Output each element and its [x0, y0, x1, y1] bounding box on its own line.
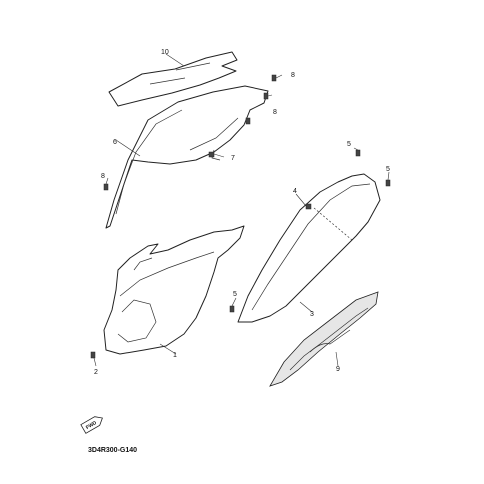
callout-5-a: 5: [347, 141, 351, 148]
callout-4: 4: [293, 188, 297, 195]
callout-labels: 10 8 8 8 6 7 5 5 5 4 3 9 1 2: [94, 49, 390, 376]
callout-8-c: 8: [101, 173, 105, 180]
callout-6: 6: [113, 139, 117, 146]
fasteners: [90, 74, 391, 359]
callout-5-c: 5: [233, 291, 237, 298]
callout-5-b: 5: [386, 166, 390, 173]
leader-lines: [93, 53, 390, 367]
part-6-side-cover: [105, 85, 269, 229]
callout-9: 9: [336, 366, 340, 373]
reference-code: 3D4R300-G140: [88, 447, 137, 454]
part-1-front-cover: [103, 225, 245, 355]
callout-1: 1: [173, 352, 177, 359]
callout-10: 10: [161, 49, 169, 56]
fwd-label: FWD: [85, 420, 98, 431]
part-10-panel: [108, 51, 238, 107]
fwd-arrow-icon: FWD: [80, 416, 103, 434]
callout-3: 3: [310, 311, 314, 318]
callout-7: 7: [231, 155, 235, 162]
callout-2: 2: [94, 369, 98, 376]
part-3-side-cover: [237, 173, 381, 323]
part-9-graphic-decal: [269, 291, 379, 387]
callout-8-a: 8: [291, 72, 295, 79]
callout-8-b: 8: [273, 109, 277, 116]
